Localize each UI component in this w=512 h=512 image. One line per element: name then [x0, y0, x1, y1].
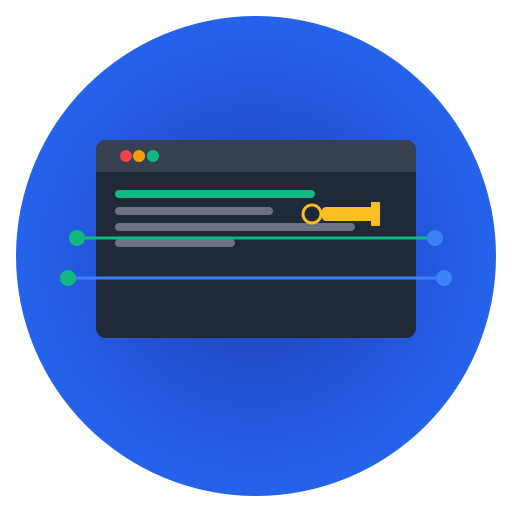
- content-line-3: [115, 239, 235, 247]
- window-dot-red: [120, 150, 132, 162]
- connector-bottom-left-node: [60, 270, 76, 286]
- window-dot-green: [147, 150, 159, 162]
- key-icon: [301, 202, 380, 226]
- connector-top-left-node: [69, 230, 85, 246]
- key-shaft: [322, 207, 374, 221]
- content-line-2: [115, 223, 355, 231]
- content-line-highlight: [115, 190, 315, 198]
- key-bow: [301, 203, 323, 225]
- connector-top-right-node: [427, 230, 443, 246]
- connector-bottom-right-node: [436, 270, 452, 286]
- window-titlebar: [96, 140, 416, 172]
- content-line-1: [115, 207, 273, 215]
- window-dot-orange: [133, 150, 145, 162]
- key-bit: [371, 202, 380, 226]
- connector-lines-icon: [60, 230, 452, 286]
